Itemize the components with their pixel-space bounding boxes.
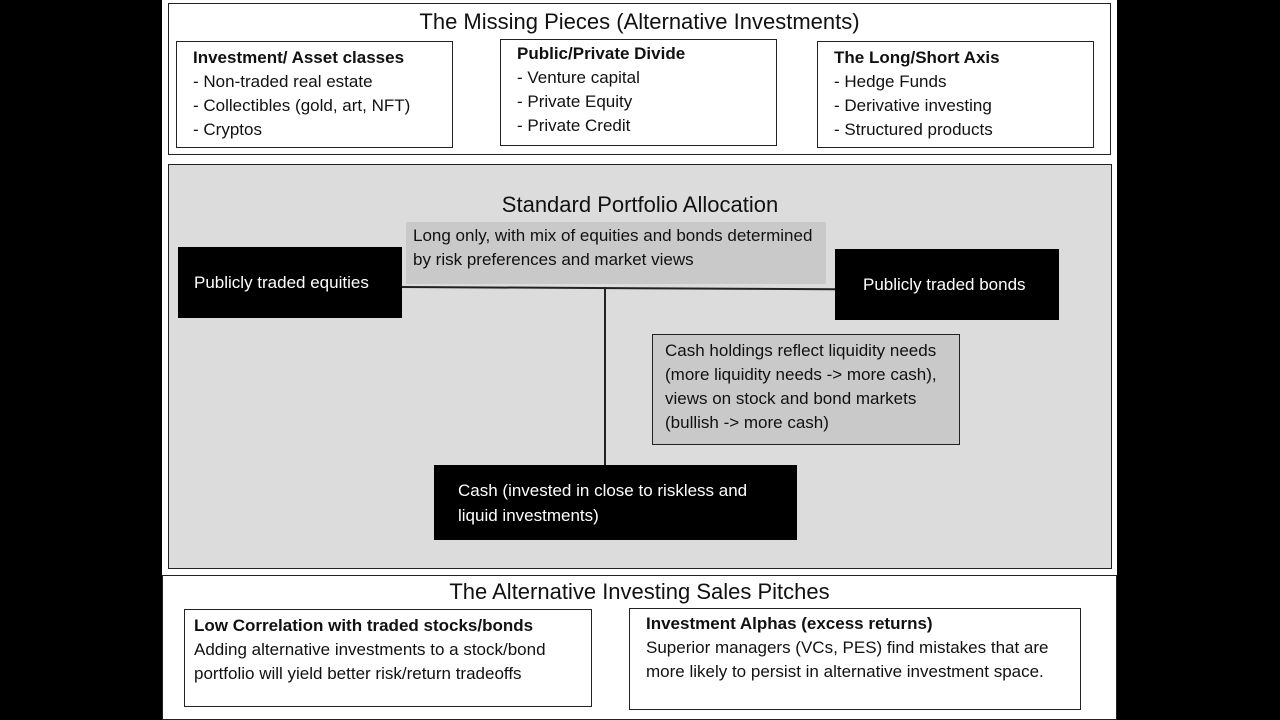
asset-classes-box: Investment/ Asset classes - Non-traded r… [176,41,453,148]
long-short-item: - Structured products [834,120,993,139]
connector-horizontal [400,286,835,291]
asset-classes-item: - Collectibles (gold, art, NFT) [193,96,411,115]
connector-vertical [604,287,606,465]
long-short-item: - Hedge Funds [834,72,947,91]
asset-classes-heading: Investment/ Asset classes [193,48,405,67]
standard-allocation-title: Standard Portfolio Allocation [501,192,779,217]
cash-note: Cash holdings reflect liquidity needs (m… [652,334,960,445]
public-private-item: - Venture capital [517,68,640,87]
low-correlation-heading: Low Correlation with traded stocks/bonds [194,616,534,635]
asset-classes-item: - Non-traded real estate [193,72,373,91]
investment-alphas-heading: Investment Alphas (excess returns) [646,614,933,633]
standard-allocation-section: Standard Portfolio Allocation Long only,… [168,164,1112,569]
long-short-item: - Derivative investing [834,96,992,115]
investment-alphas-text: Superior managers (VCs, PES) find mistak… [646,638,1049,681]
public-private-box: Public/Private Divide - Venture capital … [500,39,777,146]
public-private-heading: Public/Private Divide [517,44,686,63]
long-short-box: The Long/Short Axis - Hedge Funds - Deri… [817,41,1094,148]
asset-classes-item: - Cryptos [193,120,262,139]
public-private-item: - Private Credit [517,116,631,135]
low-correlation-text: Adding alternative investments to a stoc… [194,640,546,683]
slide: The Missing Pieces (Alternative Investme… [162,0,1117,720]
investment-alphas-box: Investment Alphas (excess returns) Super… [629,608,1081,710]
missing-pieces-section: The Missing Pieces (Alternative Investme… [168,3,1111,155]
public-private-item: - Private Equity [517,92,633,111]
cash-box: Cash (invested in close to riskless and … [434,465,797,540]
bonds-box: Publicly traded bonds [835,249,1059,320]
equities-box: Publicly traded equities [178,247,402,318]
sales-pitches-title: The Alternative Investing Sales Pitches [449,579,830,604]
low-correlation-box: Low Correlation with traded stocks/bonds… [184,609,592,707]
long-only-note: Long only, with mix of equities and bond… [406,222,826,284]
sales-pitches-section: The Alternative Investing Sales Pitches … [162,575,1117,720]
long-short-heading: The Long/Short Axis [834,48,1000,67]
missing-pieces-title: The Missing Pieces (Alternative Investme… [419,9,860,34]
